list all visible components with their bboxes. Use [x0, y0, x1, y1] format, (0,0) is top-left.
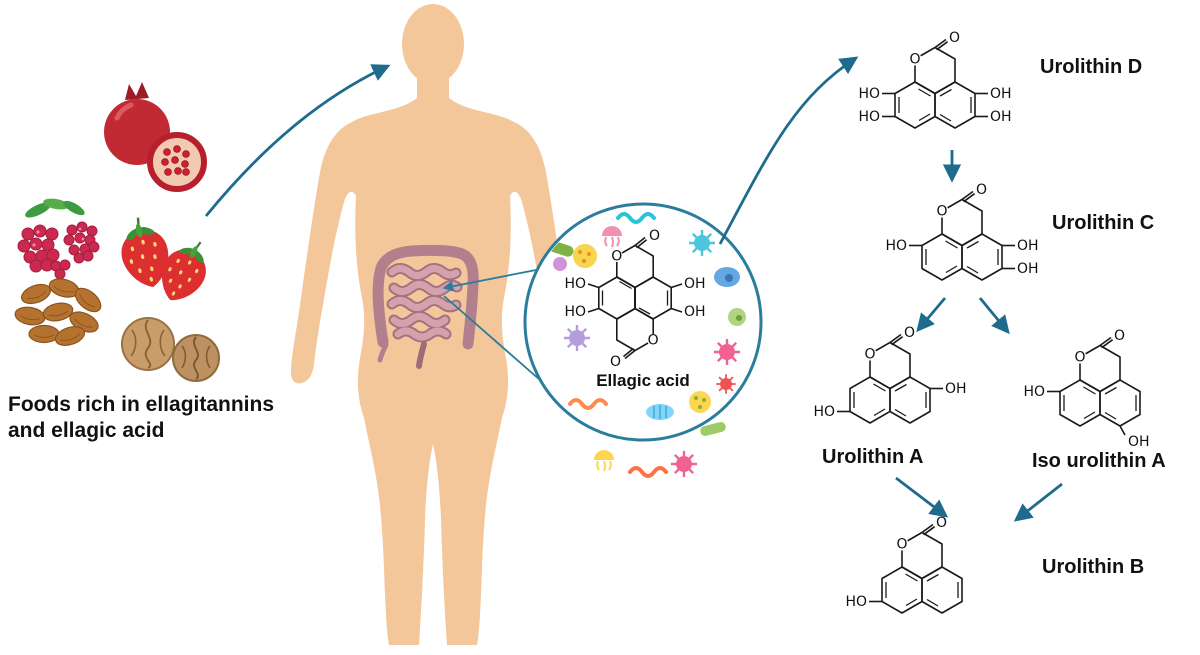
carbonyl-oxygen-label: O [649, 228, 660, 244]
ring-oxygen-label: O [648, 333, 659, 349]
substituent-label: HO [813, 404, 835, 420]
substituent-label: HO [885, 238, 907, 254]
carbonyl-oxygen-label: O [610, 354, 621, 370]
lens-pointer-arrow [442, 269, 537, 292]
ring-oxygen-label: O [611, 249, 622, 265]
urolithin-b-structure: HO [845, 514, 963, 614]
substituent-label: OH [990, 86, 1012, 102]
food-strawberries [112, 211, 220, 311]
urolithin-a-structure: HO OH [813, 324, 967, 424]
lens-pointer-line [443, 295, 541, 381]
urolithin-d-label: Urolithin D [1040, 56, 1143, 78]
substituent-label: HO [1023, 384, 1045, 400]
magnifier-circle: O O O O HO HO OH OH [523, 202, 763, 442]
gut-microbes [546, 212, 746, 420]
substituent-label: OH [1017, 238, 1039, 254]
food-walnuts [121, 317, 220, 382]
arrow-c-to-iso-urolithin-a [978, 297, 1010, 335]
urolithin-c-label: Urolithin C [1052, 212, 1155, 234]
arrow-a-to-b [895, 476, 949, 518]
substituent-label: HO [845, 594, 867, 610]
iso-urolithin-a-label: Iso urolithin A [1032, 450, 1166, 472]
foods-caption-line2: and ellagic acid [8, 418, 165, 442]
arrow-iso-a-to-b [1013, 482, 1063, 522]
arrow-foods-to-body [204, 64, 391, 217]
substituent-label: HO [858, 109, 880, 125]
substituent-label: OH [945, 381, 967, 397]
arrow-c-to-urolithin-a [916, 297, 947, 333]
substituent-label: OH [1017, 261, 1039, 277]
gut-microbes-outside [593, 422, 726, 479]
substituent-label: OH [684, 304, 706, 320]
urolithin-a-label: Urolithin A [822, 446, 924, 468]
substituent-label: OH [1128, 434, 1150, 450]
foods-caption-line1: Foods rich in ellagitannins [8, 393, 275, 416]
substituent-label: OH [684, 276, 706, 292]
foods-caption: Foods rich in ellagitannins and ellagic … [8, 392, 274, 443]
arrow-lens-to-urolithin-d [718, 56, 859, 245]
ellagic-acid-structure: O O O O HO HO OH OH [564, 228, 705, 370]
food-almonds [13, 275, 106, 350]
urolithin-c-structure: HO OH OH [885, 181, 1039, 281]
substituent-label: HO [564, 276, 586, 292]
food-raspberries [17, 198, 100, 280]
ellagic-acid-label: Ellagic acid [585, 371, 701, 391]
urolithin-d-structure: HO HO OH OH [858, 29, 1012, 129]
metabolism-arrows [204, 56, 1063, 522]
substituent-label: HO [858, 86, 880, 102]
urolithin-b-label: Urolithin B [1042, 556, 1145, 578]
substituent-label: HO [564, 304, 586, 320]
iso-urolithin-a-structure: HO OH [1023, 327, 1150, 450]
substituent-label: OH [990, 109, 1012, 125]
food-pomegranate [104, 82, 207, 192]
human-silhouette [290, 4, 576, 645]
